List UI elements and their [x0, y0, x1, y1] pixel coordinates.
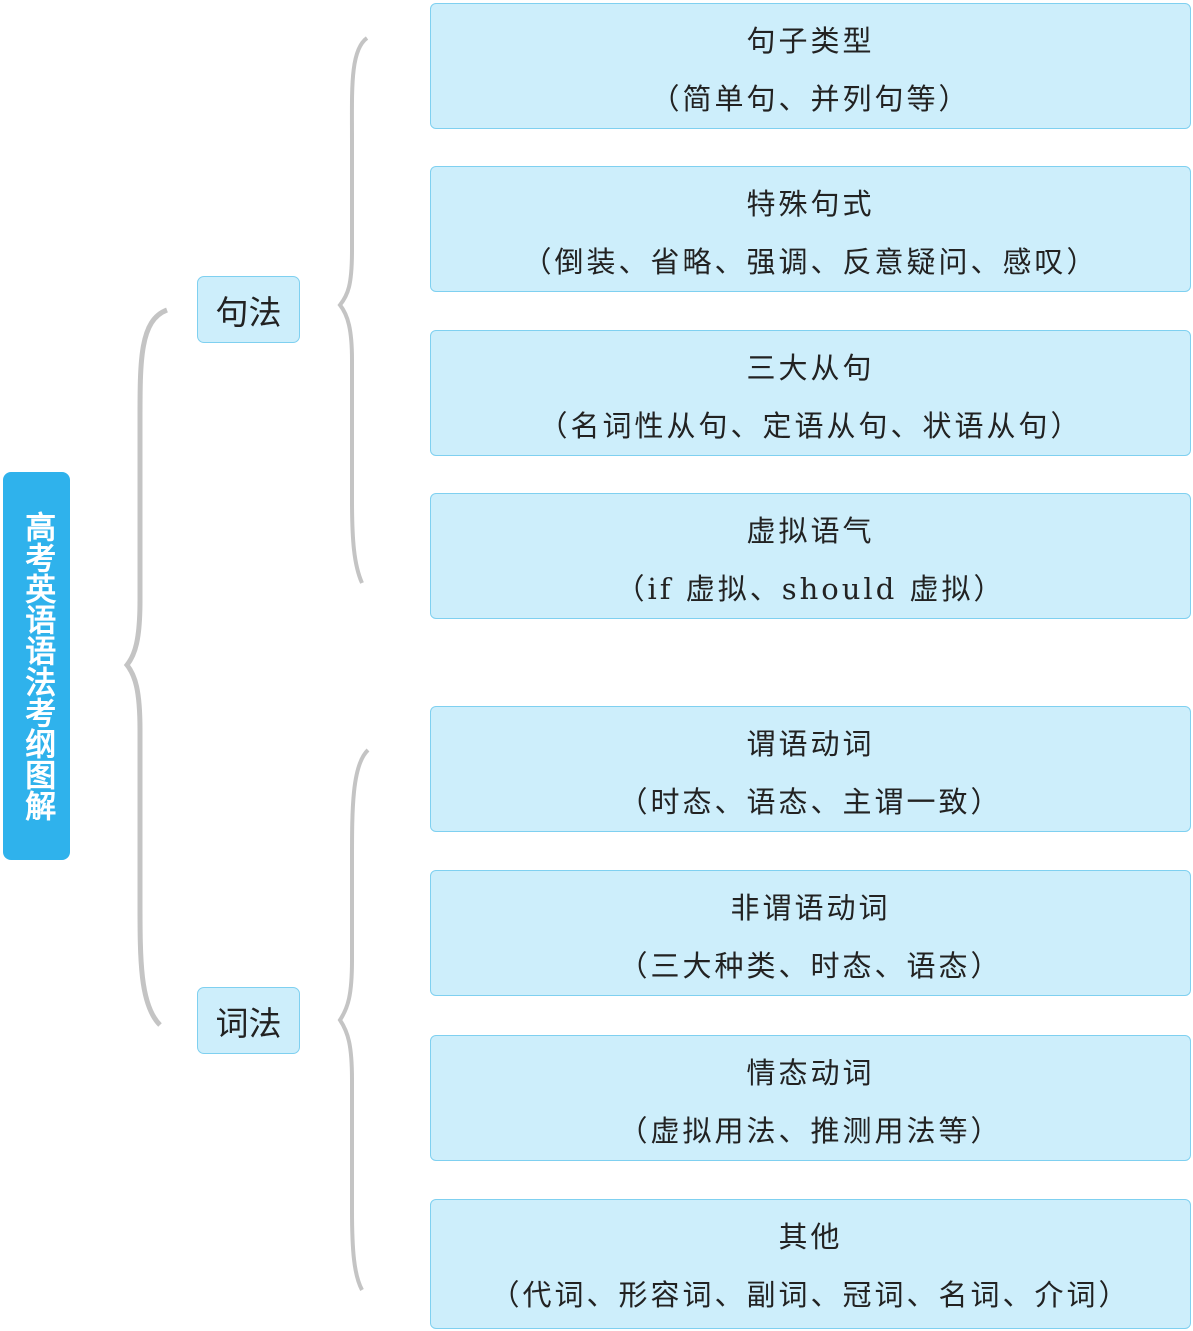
- branch-syntax: 句法: [197, 276, 300, 343]
- root-label: 高考英语语法考纲图解: [19, 511, 56, 821]
- leaf-node: 句子类型 （简单句、并列句等）: [430, 3, 1191, 129]
- leaf-title: 句子类型: [746, 24, 875, 58]
- branch-label: 词法: [215, 1003, 282, 1043]
- branch-morphology: 词法: [197, 987, 300, 1054]
- syntax-brace: [337, 36, 369, 584]
- leaf-node: 非谓语动词 （三大种类、时态、语态）: [430, 870, 1191, 996]
- leaf-detail: （时态、语态、主谓一致）: [618, 785, 1003, 819]
- leaf-detail: （倒装、省略、强调、反意疑问、感叹）: [522, 245, 1099, 279]
- leaf-title: 特殊句式: [746, 187, 875, 221]
- leaf-node: 虚拟语气 （if 虚拟、should 虚拟）: [430, 493, 1191, 619]
- leaf-node: 其他 （代词、形容词、副词、冠词、名词、介词）: [430, 1199, 1191, 1329]
- leaf-detail: （虚拟用法、推测用法等）: [618, 1114, 1003, 1148]
- leaf-detail: （代词、形容词、副词、冠词、名词、介词）: [490, 1278, 1131, 1312]
- leaf-title: 非谓语动词: [730, 891, 891, 925]
- leaf-node: 三大从句 （名词性从句、定语从句、状语从句）: [430, 330, 1191, 456]
- morphology-brace: [337, 748, 370, 1291]
- root-node: 高考英语语法考纲图解: [3, 472, 70, 860]
- root-brace: [123, 307, 169, 1027]
- leaf-title: 情态动词: [746, 1056, 875, 1090]
- leaf-detail: （if 虚拟、should 虚拟）: [615, 572, 1006, 606]
- leaf-detail: （三大种类、时态、语态）: [618, 949, 1003, 983]
- leaf-node: 情态动词 （虚拟用法、推测用法等）: [430, 1035, 1191, 1161]
- branch-label: 句法: [215, 292, 282, 332]
- leaf-node: 特殊句式 （倒装、省略、强调、反意疑问、感叹）: [430, 166, 1191, 292]
- leaf-detail: （名词性从句、定语从句、状语从句）: [538, 409, 1083, 443]
- leaf-detail: （简单句、并列句等）: [650, 82, 971, 116]
- leaf-title: 虚拟语气: [746, 514, 875, 548]
- leaf-node: 谓语动词 （时态、语态、主谓一致）: [430, 706, 1191, 832]
- leaf-title: 三大从句: [746, 351, 875, 385]
- leaf-title: 谓语动词: [746, 727, 875, 761]
- leaf-title: 其他: [778, 1220, 843, 1254]
